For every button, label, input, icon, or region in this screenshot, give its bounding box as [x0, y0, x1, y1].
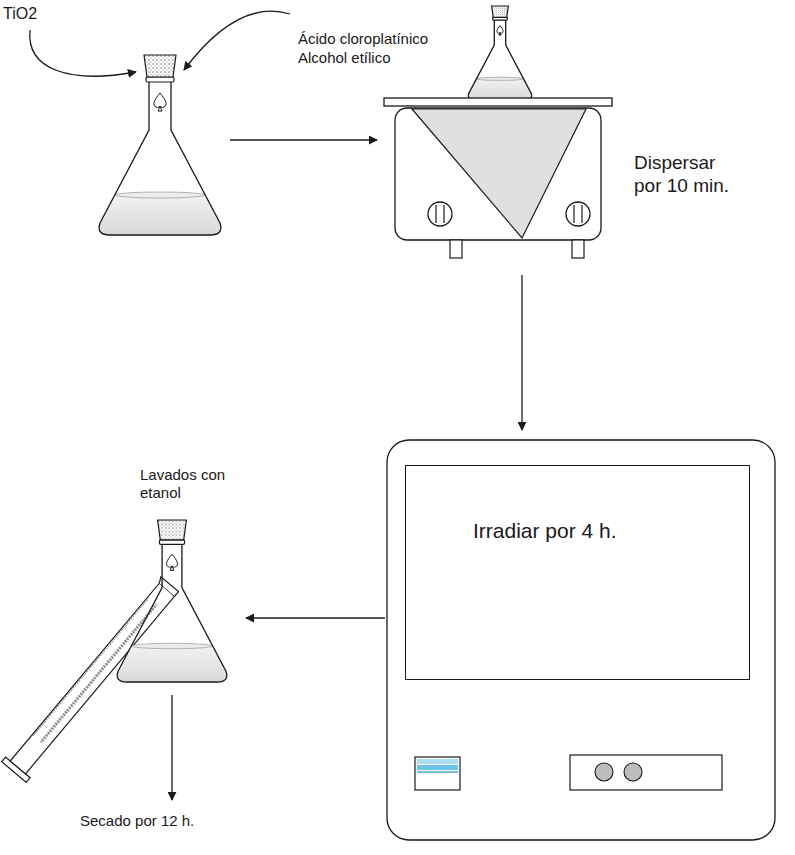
- ultrasonic-bath: [566, 202, 590, 226]
- input-arrow: [184, 11, 290, 70]
- irradiation-chamber: [417, 759, 458, 764]
- erlenmeyer-flask: [117, 520, 227, 682]
- ultrasonic-bath: [573, 205, 574, 223]
- input-arrow: [30, 30, 136, 76]
- erlenmeyer-flask: [468, 6, 531, 100]
- irradiation-chamber: [387, 440, 775, 840]
- erlenmeyer-flask: [99, 55, 221, 235]
- irradiation-chamber: [570, 755, 722, 790]
- ultrasonic-bath: [395, 108, 601, 240]
- irradiation-chamber: [415, 757, 460, 790]
- irradiation-chamber: [417, 765, 458, 770]
- step-label: Dispersar por 10 min.: [634, 152, 742, 198]
- step-label: Irradiar por 4 h.: [473, 518, 749, 543]
- irradiator-screen: Irradiar por 4 h.: [405, 465, 750, 680]
- ultrasonic-bath: [443, 205, 444, 223]
- flow-arrow: [230, 139, 377, 140]
- ultrasonic-bath: [581, 205, 582, 223]
- irradiation-chamber: [595, 763, 613, 781]
- irradiation-chamber: [624, 763, 642, 781]
- ultrasonic-bath: [384, 98, 612, 106]
- flow-arrow: [171, 695, 172, 800]
- ultrasonic-bath: [450, 240, 462, 258]
- step-label: Secado por 12 h.: [80, 812, 194, 830]
- ultrasonic-bath: [435, 205, 436, 223]
- ultrasonic-bath: [412, 109, 586, 238]
- flow-arrow: [521, 275, 522, 430]
- flow-arrow: [246, 617, 385, 618]
- ultrasonic-bath: [572, 240, 584, 258]
- ultrasonic-bath: [428, 202, 452, 226]
- material-label: TiO2: [3, 4, 37, 23]
- reagent-label: Ácido cloroplatínico: [298, 30, 428, 48]
- irradiation-chamber: [387, 440, 775, 840]
- graduated-cylinder: [157, 577, 178, 596]
- reagent-label: Alcohol etílico: [298, 49, 391, 67]
- irradiation-chamber: [417, 771, 458, 773]
- step-label: Lavados con etanol: [140, 466, 236, 502]
